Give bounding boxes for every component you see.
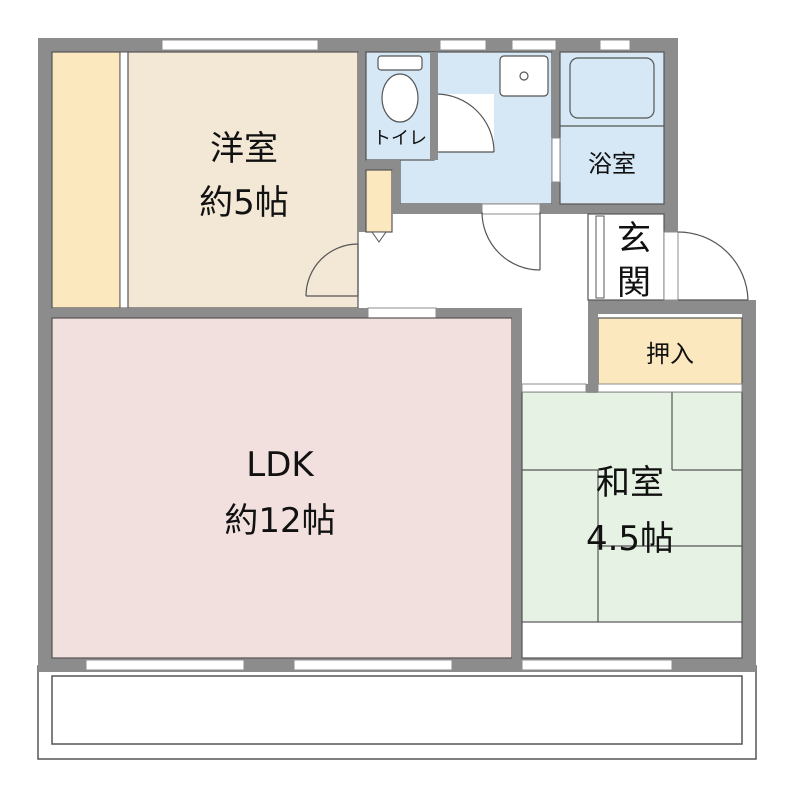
entrance-char-1: 玄 — [617, 219, 651, 259]
bath-label: 浴室 — [588, 150, 636, 178]
entrance: 玄 関 — [587, 213, 665, 303]
bathtub-icon — [569, 57, 655, 119]
ldk-room: LDK 約12帖 — [51, 317, 513, 659]
balcony — [37, 665, 757, 760]
western-room-size: 約5帖 — [199, 183, 289, 223]
tatami-area — [521, 391, 743, 623]
western-room: 洋室 約5帖 — [127, 51, 359, 309]
toilet-label-front: トイレ — [373, 128, 427, 149]
toilet-room-front — [365, 51, 438, 161]
front-door — [677, 231, 749, 301]
sink-icon — [499, 55, 549, 97]
closet: 押入 — [597, 317, 743, 387]
pillar-icon — [371, 231, 387, 243]
windows — [85, 39, 673, 671]
wash-door — [481, 211, 541, 271]
bath-room: 浴室 — [559, 51, 665, 205]
ldk-size: 約12帖 — [224, 501, 335, 541]
western-room-name: 洋室 — [210, 129, 278, 169]
closet-label: 押入 — [646, 340, 694, 368]
interior-wall-western-toilet — [358, 52, 366, 232]
interior-wall-ldk-japanese — [512, 308, 522, 672]
japanese-room-size: 4.5帖 — [586, 519, 674, 559]
wash-door-gap — [481, 203, 541, 215]
interior-wall-western-ldk — [52, 308, 514, 318]
hall-storage — [365, 169, 393, 233]
japanese-room: 和室 4.5帖 — [521, 389, 743, 659]
western-room-closet — [51, 51, 178, 309]
interior-wall-wet-hall — [366, 160, 400, 170]
door-gap-ldk — [367, 307, 437, 319]
entrance-char-2: 関 — [617, 263, 651, 303]
ldk-name: LDK — [246, 445, 315, 485]
japanese-room-name: 和室 — [596, 463, 664, 503]
hallway — [366, 214, 588, 308]
interior-wall-wash-bath — [552, 52, 560, 204]
